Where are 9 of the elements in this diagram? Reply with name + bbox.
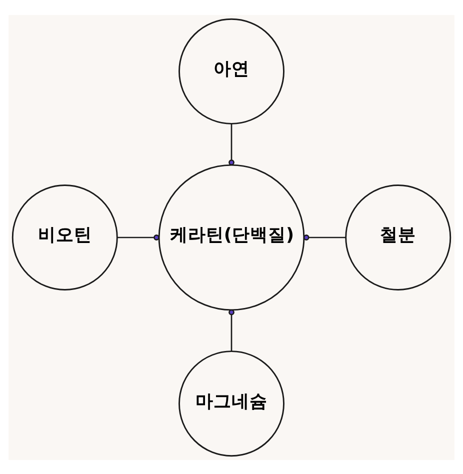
node-circle: 아연 [178, 18, 284, 124]
connector [303, 234, 346, 240]
connector [228, 123, 234, 165]
node-circle: 케라틴(단백질) [158, 164, 305, 310]
connector [117, 234, 160, 240]
node-circle: 철분 [345, 184, 452, 290]
connector [228, 308, 234, 351]
node-circle: 비오틴 [12, 184, 118, 290]
node-circle: 마그네슘 [178, 350, 284, 456]
